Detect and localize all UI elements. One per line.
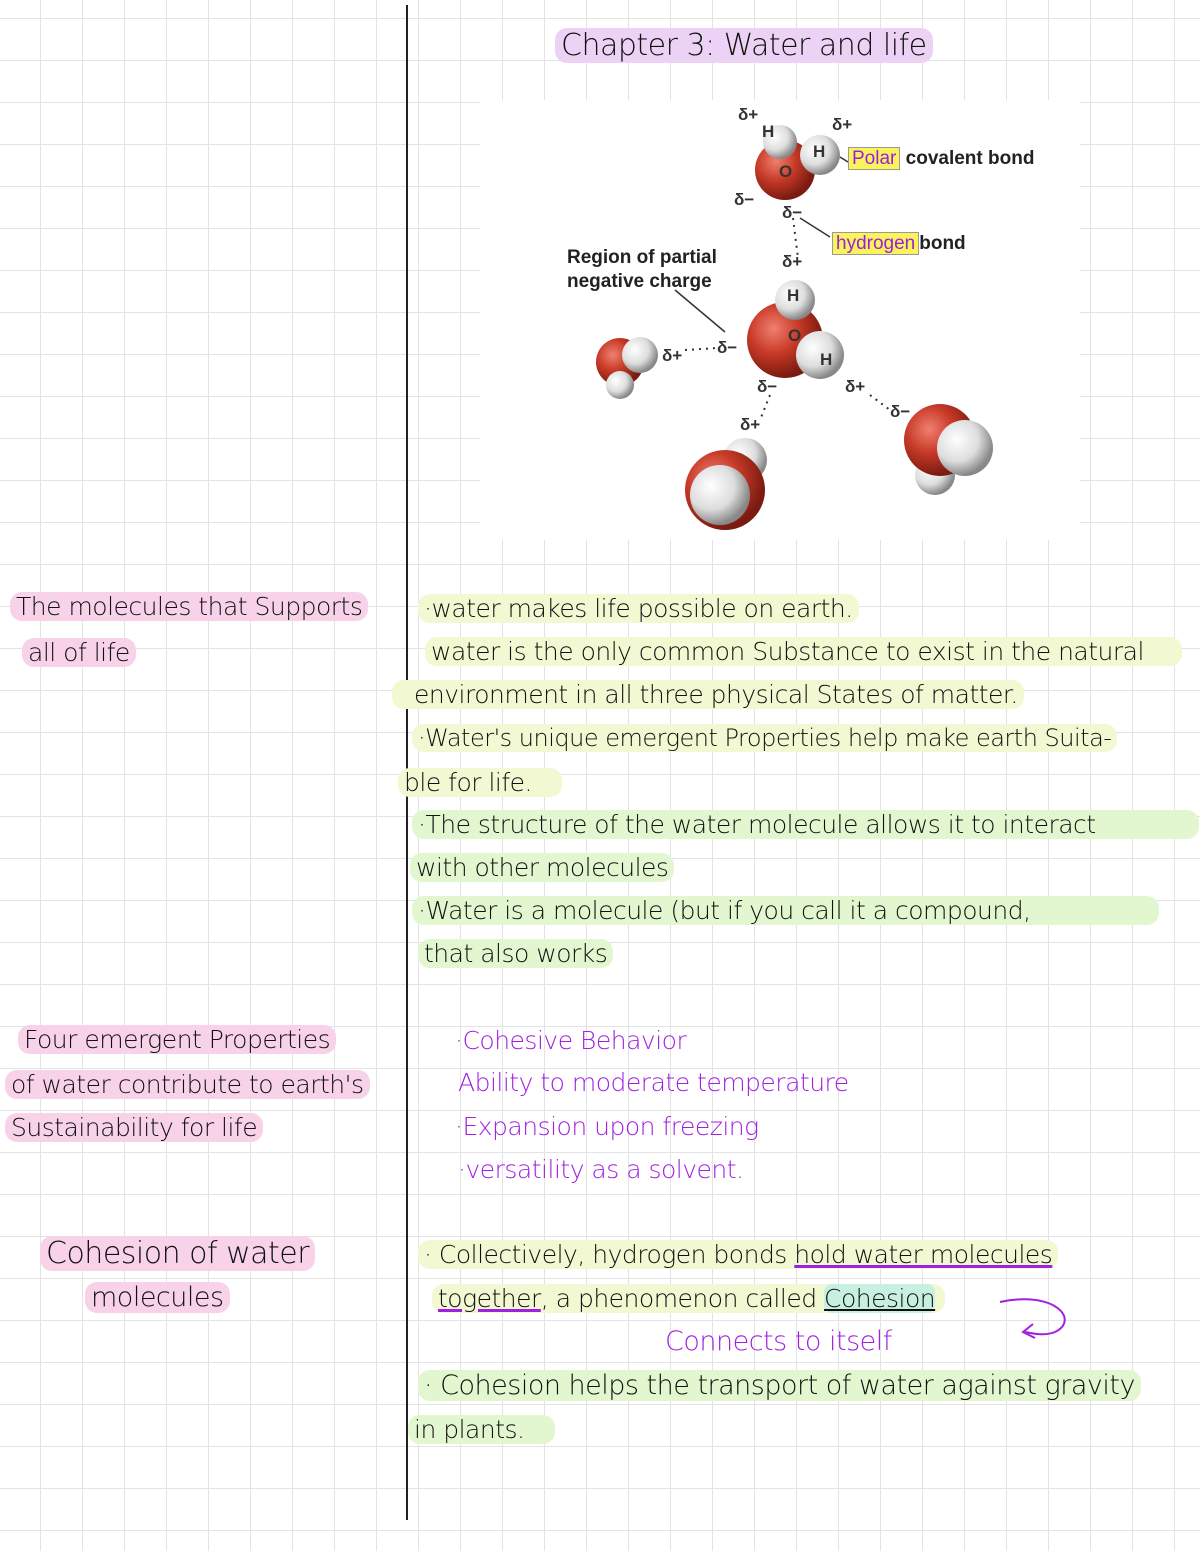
note-text: , a phenomenon called xyxy=(540,1284,817,1313)
property-item: Ability to moderate temperature xyxy=(458,1068,849,1097)
property-item: ·Cohesive Behavior xyxy=(455,1026,687,1055)
hydrogen-atom-label: H xyxy=(762,122,775,141)
section-heading: Four emergent Properties xyxy=(18,1025,337,1054)
water-hydrogen-bond-figure: δ+ δ+ H H O δ− δ− δ+ H O H δ+ δ− δ− δ+ δ… xyxy=(480,100,1080,540)
note-line: water is the only common Substance to ex… xyxy=(425,637,1182,666)
molecule-center xyxy=(747,280,844,379)
polar-annotation: Polar xyxy=(848,147,901,170)
molecule-top xyxy=(755,125,840,200)
oxygen-atom-label: O xyxy=(788,326,802,345)
water-molecules-illustration xyxy=(596,125,993,530)
hydrogen-atom-label: H xyxy=(787,286,800,305)
note-line: together, a phenomenon called Cohesion xyxy=(432,1284,946,1313)
note-line: · Cohesion helps the transport of water … xyxy=(418,1370,1141,1401)
cohesion-term: Cohesion xyxy=(824,1284,936,1313)
section-heading: Sustainability for life xyxy=(5,1113,264,1142)
note-line: ble for life. xyxy=(398,768,562,797)
underlined-text: hold water molecules xyxy=(794,1240,1053,1269)
partial-positive-label: δ+ xyxy=(782,252,803,271)
partial-positive-label: δ+ xyxy=(845,377,866,396)
note-line: that also works xyxy=(418,939,614,968)
region-label-line: negative charge xyxy=(567,271,712,292)
note-line: ·The structure of the water molecule all… xyxy=(412,810,1199,839)
page-title: Chapter 3: Water and life xyxy=(555,28,933,63)
partial-negative-region-label: Region of partial negative charge xyxy=(567,246,717,294)
curved-arrow-icon xyxy=(999,1298,1066,1339)
section-heading: Cohesion of water xyxy=(40,1236,316,1271)
section-heading: all of life xyxy=(22,638,136,667)
note-line: in plants. xyxy=(408,1415,555,1444)
partial-positive-label: δ+ xyxy=(662,346,683,365)
molecule-left xyxy=(596,337,658,399)
property-item: ·Expansion upon freezing xyxy=(455,1112,759,1141)
hydrogen-atom-label: H xyxy=(813,142,826,161)
bond-text: bond xyxy=(919,233,966,254)
partial-positive-label: δ+ xyxy=(832,115,853,134)
partial-negative-label: δ− xyxy=(782,203,803,222)
note-text: · Collectively, hydrogen bonds xyxy=(424,1240,787,1269)
partial-negative-label: δ− xyxy=(890,402,911,421)
note-line: ·Water's unique emergent Properties help… xyxy=(412,724,1118,752)
partial-negative-label: δ− xyxy=(734,190,755,209)
oxygen-atom-label: O xyxy=(779,162,793,181)
margin-divider xyxy=(406,5,408,1520)
molecule-right xyxy=(904,404,993,495)
underlined-text: together xyxy=(438,1284,541,1313)
section-heading: of water contribute to earth's xyxy=(5,1070,370,1099)
partial-positive-label: δ+ xyxy=(740,415,761,434)
note-line: · Collectively, hydrogen bonds hold wate… xyxy=(418,1240,1059,1269)
note-line: environment in all three physical States… xyxy=(392,680,1024,709)
note-line: with other molecules xyxy=(410,853,675,882)
annotation-connects-to-itself: Connects to itself xyxy=(665,1326,892,1357)
note-line: ·Water is a molecule (but if you call it… xyxy=(412,896,1159,925)
section-heading: molecules xyxy=(85,1282,230,1313)
partial-positive-label: δ+ xyxy=(738,105,759,124)
hydrogen-atom-label: H xyxy=(820,350,833,369)
covalent-bond-text: covalent bond xyxy=(905,148,1035,169)
property-item: ·versatility as a solvent. xyxy=(458,1155,744,1184)
hydrogen-annotation: hydrogen xyxy=(832,232,920,255)
polar-covalent-bond-label: Polar covalent bond xyxy=(848,147,1035,170)
partial-negative-label: δ− xyxy=(717,338,738,357)
molecule-bottom xyxy=(685,438,767,530)
section-heading: The molecules that Supports xyxy=(10,592,369,621)
partial-negative-label: δ− xyxy=(757,377,778,396)
region-label-line: Region of partial xyxy=(567,247,717,268)
note-line: ·water makes life possible on earth. xyxy=(418,594,859,623)
